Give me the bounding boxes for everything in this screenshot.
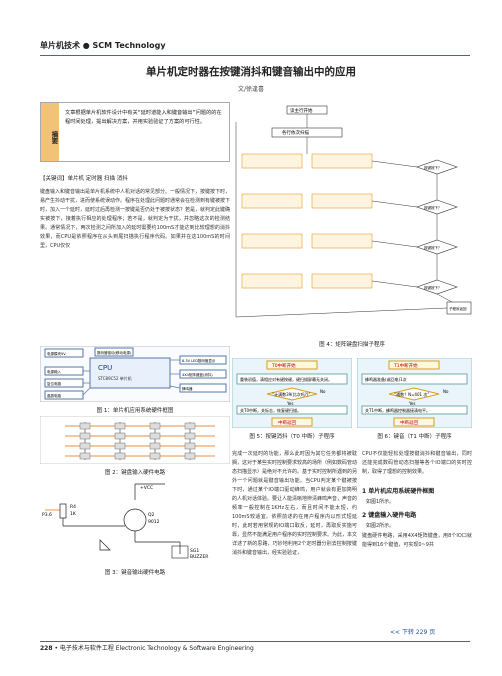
fig3-vcc: +VCC [140, 485, 153, 491]
fig4-decision-3: 按键按下？ [424, 245, 442, 250]
fig6-end: 中断返回 [400, 419, 418, 426]
figure-4-flowchart: 读主行开始 各行依次扫描 按键按下？ 按键按下？ 按键按下？ 按键按下？ 子程序… [232, 102, 472, 332]
fig1-top-block-0: 电源模块5V [47, 351, 66, 356]
fig6-step2: 关T1中断，蜂鸣器控制器接清电平。 [365, 407, 430, 413]
continued-link[interactable]: << 下转 229 页 [390, 629, 436, 636]
page-number: 228 [40, 645, 53, 652]
fig6-start: T1中断开始 [393, 362, 418, 369]
body-text-col1: 键盘输入和键音输出是单片机系统中人机对话的常见部分。一般情况下，按键按下时，易产… [40, 189, 231, 249]
fig1-caption: 图 1：单片机应用系统硬件框图 [96, 408, 174, 414]
figure-2-diagram [40, 416, 230, 464]
fig5-no: No [320, 389, 326, 394]
fig1-cpu-sub: STC89C52 单片机 [98, 375, 132, 381]
figure-6-flowchart: T1中断开始 蜂鸣器准备(或回电)1次 “通数？N=401 次” No Yes … [357, 358, 472, 428]
footer-rule [40, 641, 470, 642]
fig1-cpu: CPU [98, 364, 112, 372]
figure-1-diagram: CPU STC89C52 单片机 电源模块5V 数码管驱动(移动电源) 电源输入… [40, 346, 230, 402]
fig6-step1: 蜂鸣器准备(或回电)1次 [365, 376, 407, 382]
fig3-buzzer-id: SG1 [190, 548, 199, 554]
fig5-caption: 图 5：按键消抖（T0 中断）子程序 [249, 434, 335, 440]
abstract-box: 摘要 文章根据单片机软件设计中有关“延时道能入和键音输出”问题的的在程时间处理，… [40, 102, 230, 162]
section-2-text: 如图2所示。 [366, 523, 395, 529]
fig1-right-block-0: 8.3V LED数码管显示 [182, 358, 216, 363]
fig2-caption: 图 2：键盘输入硬件电路 [104, 470, 166, 476]
fig3-r-val: 1K [70, 511, 77, 517]
fig3-caption: 图 3：键音输出硬件电路 [104, 570, 166, 576]
fig6-caption: 图 6：键音（T1 中断）子程序 [377, 434, 452, 440]
section-1-heading: 1 单片机应用系统硬件框图 [362, 488, 435, 495]
fig3-r: R4 [70, 504, 76, 510]
figure-3-diagram: +VCC R4 1K Q2 9012 P3.6 SG1 BUZZER [40, 480, 230, 564]
header-rule [40, 55, 470, 56]
fig1-top-block-1: 数码管驱动(移动电源) [97, 350, 132, 355]
fig3-buzzer-label: BUZZER [190, 554, 208, 560]
fig1-right-block-2: 蜂鸣器 [182, 386, 193, 391]
fig6-no: No [443, 389, 449, 394]
article-author: 文/徐逢喜 [237, 86, 265, 93]
fig1-left-block-1: 复位电路 [47, 381, 61, 386]
fig1-left-block-0: 电源输入 [47, 369, 61, 374]
fig5-yes: Yes [286, 401, 293, 406]
fig3-q: Q2 [148, 512, 155, 518]
fig1-left-block-2: 晶振电路 [47, 393, 61, 398]
abstract-text: 文章根据单片机软件设计中有关“延时道能入和键音输出”问题的的在程时间处理，提出解… [65, 110, 222, 125]
fig4-start: 读主行开始 [290, 107, 313, 114]
journal-header: 单片机技术 ● SCM Technology [40, 41, 166, 50]
section-2-heading: 2 键盘输入硬件电路 [362, 512, 417, 519]
article-title: 单片机定时器在按键消抖和键音输出中的应用 [146, 66, 356, 78]
fig3-q-type: 9012 [148, 519, 160, 525]
footer: 228 • 电子技术与软件工程 Electronic Technology & … [40, 643, 470, 652]
section-2-text-2: 键盘硬件电路，采用4X4矩阵键盘，用8个IO口就能得到16个键值，可实现0~9共 [362, 533, 472, 548]
fig6-decision: “通数？N=401 次” [394, 391, 429, 397]
keywords: 【关键词】单片机 定时器 扫描 消抖 [40, 176, 128, 182]
fig5-decision: “计满数39(比次吗?)” [272, 391, 310, 397]
fig6-yes: Yes [408, 401, 415, 406]
fig4-decision-4: 按键按下？ [424, 285, 442, 290]
fig4-decision-1: 按键按下？ [424, 165, 442, 170]
fig4-caption: 图 4：矩阵键盘扫描子程序 [319, 342, 385, 348]
fig5-start: T0中断开始 [271, 362, 296, 369]
fig4-step: 各行依次扫描 [282, 129, 309, 136]
fig1-right-block-1: 4X4矩阵键盘(消抖) [182, 372, 213, 377]
fig4-end: 子程序返回 [449, 306, 467, 311]
section-1-text: 如图1所示。 [366, 499, 395, 505]
fig3-port: P3.6 [42, 512, 52, 518]
figure-5-flowchart: T0中断开始 重装初值，清相应对有键按键，键扫描屏幕无关闭。 “计满数39(比次… [232, 358, 352, 428]
fig4-decision-2: 按键按下？ [424, 205, 442, 210]
fig5-end: 中断返回 [278, 419, 296, 426]
footer-journal: • 电子技术与软件工程 Electronic Technology & Soft… [54, 645, 254, 652]
abstract-tag: 摘要 [41, 103, 59, 161]
fig5-step2: 关T0中断，关标志，恢复键扫描。 [240, 407, 301, 413]
body-text-col3: CPU不仅能轻松处理按键消抖和键音输出，同时还能完成数码管动态扫描等各个IO端口… [362, 451, 472, 475]
fig5-step1: 重装初值，清相应对有键按键，键扫描屏幕无关闭。 [240, 376, 332, 382]
body-text-col2: 完成一次延时的功能，那么此时因为其它任务都将被耽搁，这对于某些实时控制要求较高的… [232, 451, 358, 556]
